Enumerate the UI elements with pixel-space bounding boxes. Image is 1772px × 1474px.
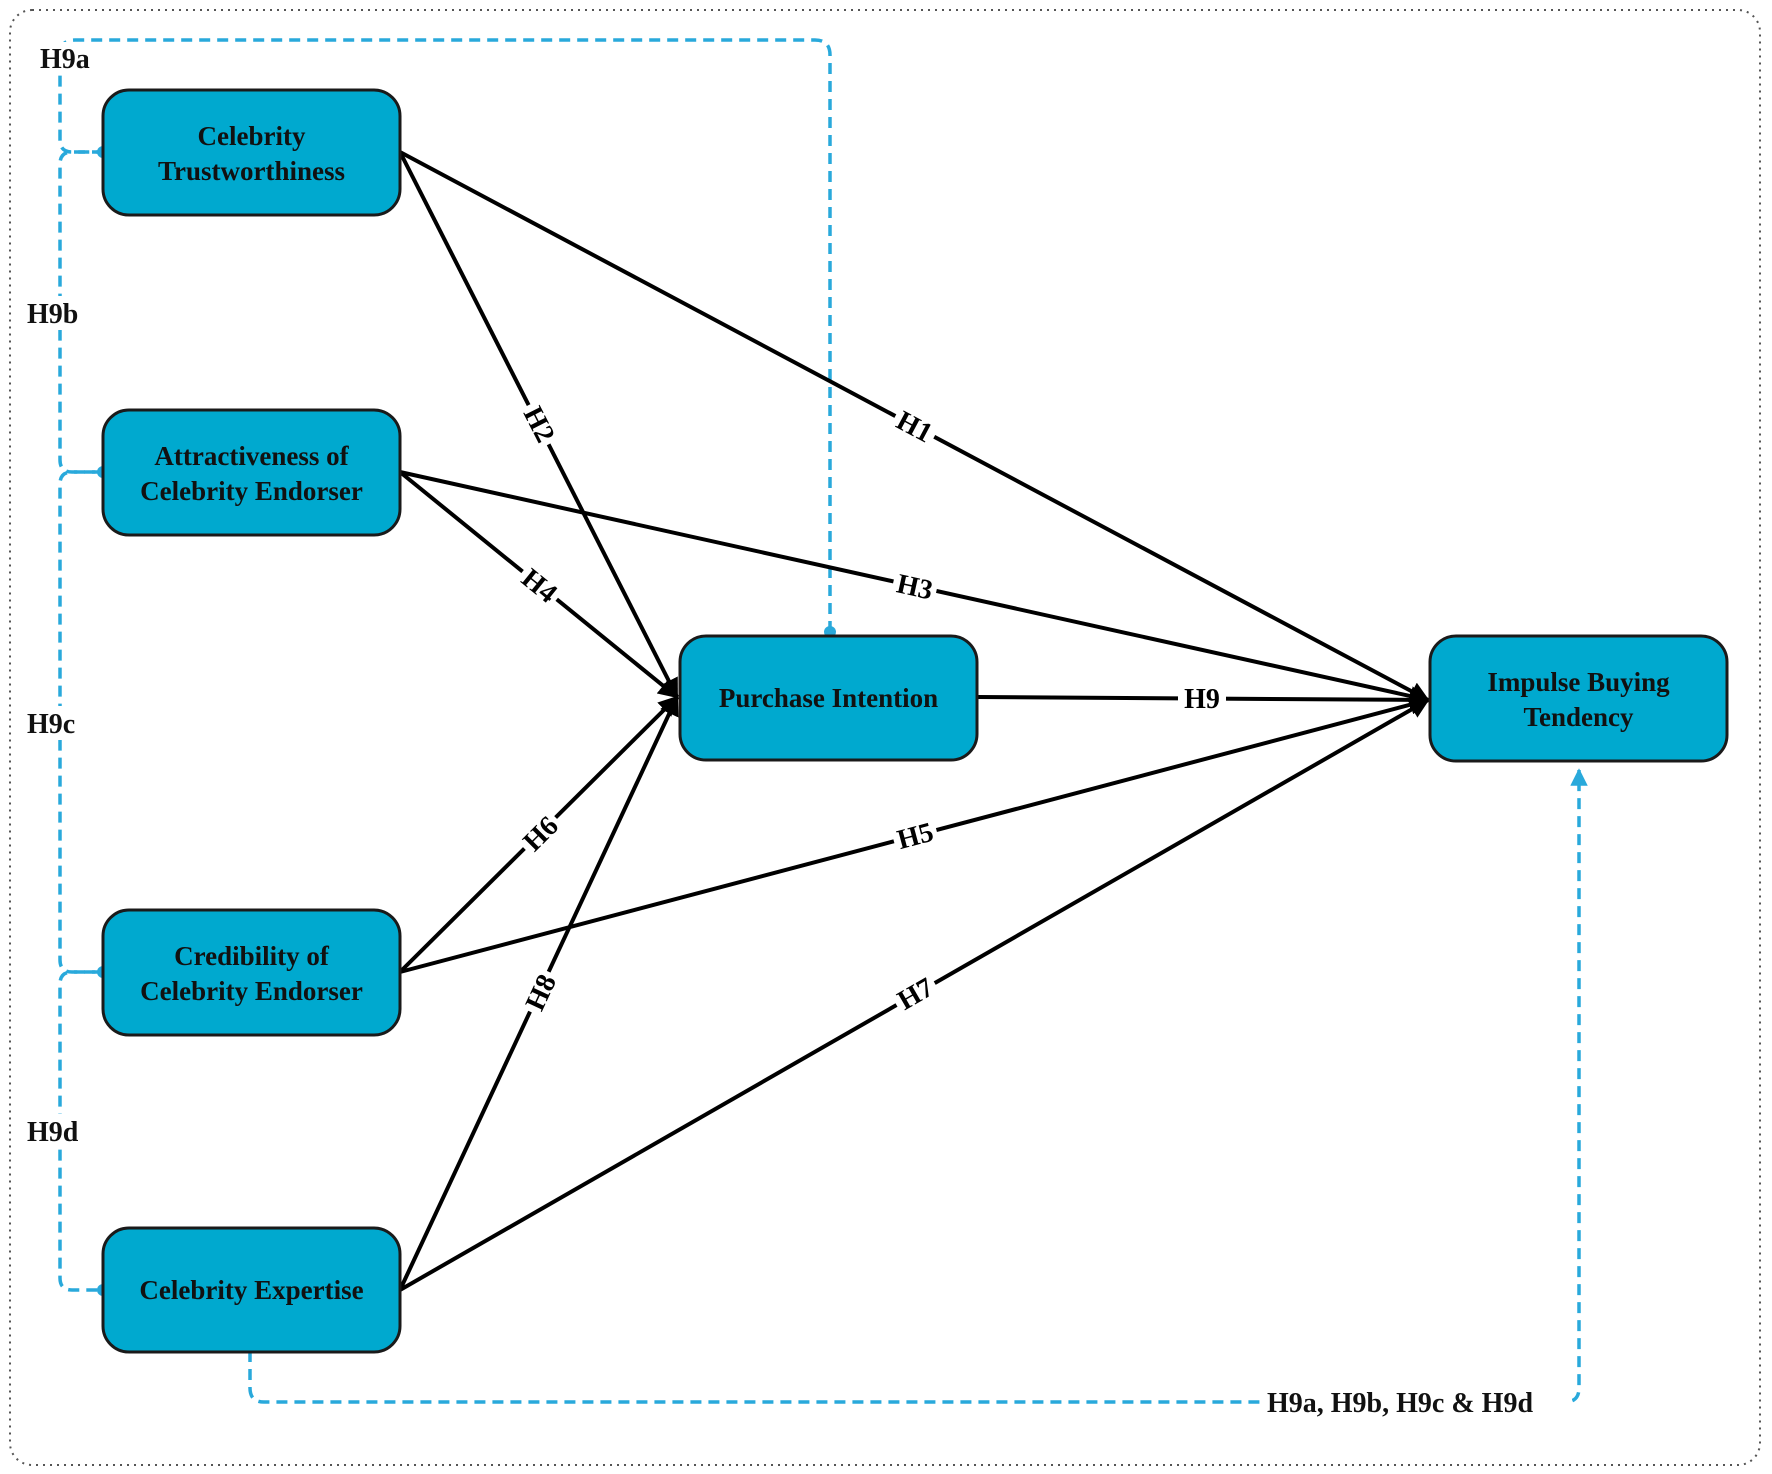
path-label-h9: H9: [1184, 684, 1220, 715]
node-impulse-buying-tendency: Impulse Buying Tendency: [1428, 634, 1729, 763]
node-celebrity-expertise: Celebrity Expertise: [101, 1226, 402, 1354]
node-label: Tendency: [1523, 702, 1634, 732]
mediation-line-bottom: [248, 768, 1588, 1404]
mediation-label-h9c: H9c: [27, 709, 75, 740]
mediation-label-h9b: H9b: [27, 299, 78, 330]
node-label: Credibility of: [174, 941, 330, 971]
node-attractiveness: Attractiveness of Celebrity Endorser: [101, 408, 402, 537]
node-credibility: Credibility of Celebrity Endorser: [101, 908, 402, 1037]
node-label: Celebrity: [198, 121, 306, 151]
mediation-label-h9a: H9a: [40, 44, 90, 75]
node-label: Celebrity Expertise: [139, 1275, 363, 1305]
mediation-labels: H9a H9b H9c H9d H9a, H9b, H9c & H9d: [22, 42, 1572, 1420]
node-label: Celebrity Endorser: [140, 476, 363, 506]
mediation-label-combined: H9a, H9b, H9c & H9d: [1267, 1388, 1533, 1419]
node-purchase-intention: Purchase Intention: [678, 634, 979, 762]
node-label: Celebrity Endorser: [140, 976, 363, 1006]
node-celebrity-trustworthiness: Celebrity Trustworthiness: [101, 88, 402, 217]
node-label: Purchase Intention: [719, 683, 938, 713]
path-label-h3: H3: [894, 568, 936, 606]
mediation-label-h9d: H9d: [27, 1117, 79, 1148]
node-label: Impulse Buying: [1487, 667, 1670, 697]
node-label: Attractiveness of: [154, 441, 349, 471]
node-label: Trustworthiness: [158, 156, 345, 186]
